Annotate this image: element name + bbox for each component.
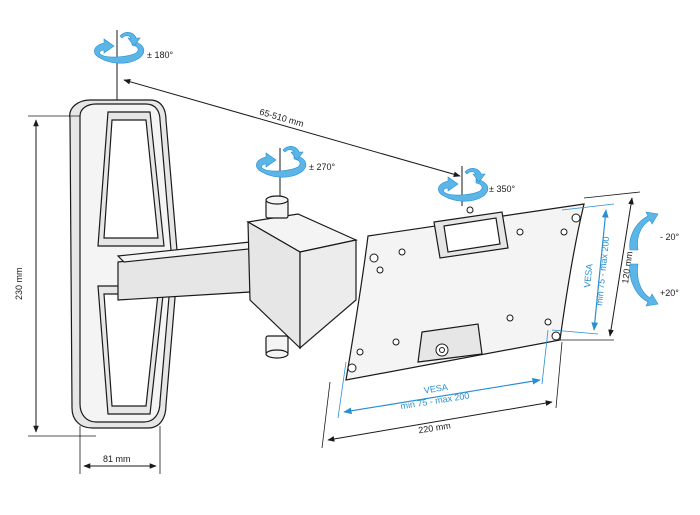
plate-rotation-label: ± 350° xyxy=(489,184,515,194)
rotation-arrow-icon xyxy=(438,176,489,202)
plate-rotation: ± 350° xyxy=(438,166,515,206)
vesa-vertical-range: min 75 - max 200 xyxy=(594,236,611,306)
vesa-horizontal-title: VESA xyxy=(423,382,448,396)
tilt-down-arrow-icon xyxy=(629,263,659,307)
tilt-up-arrow-icon xyxy=(629,211,659,251)
arm-swivel-rotation: ± 270° xyxy=(256,146,335,196)
rotation-arrow-icon xyxy=(256,152,307,178)
tilt-down-label: +20° xyxy=(660,288,679,298)
height-dimension: 230 mm xyxy=(14,115,96,437)
wall-swivel-label: ± 180° xyxy=(147,50,173,60)
wall-width-label: 81 mm xyxy=(103,454,131,464)
tilt-up-label: - 20° xyxy=(660,232,680,242)
wall-width-dimension: 81 mm xyxy=(79,426,161,474)
arm-swivel-label: ± 270° xyxy=(309,162,335,172)
height-label: 230 mm xyxy=(14,267,24,300)
rotation-arrow-icon xyxy=(94,38,145,64)
wall-swivel-rotation: ± 180° xyxy=(94,30,173,70)
plate-width-label: 220 mm xyxy=(418,420,452,435)
vesa-plate xyxy=(345,203,585,381)
mount-arm xyxy=(116,195,358,359)
tilt-rotation: - 20° +20° xyxy=(629,211,680,307)
vesa-vertical-title: VESA xyxy=(582,263,594,288)
